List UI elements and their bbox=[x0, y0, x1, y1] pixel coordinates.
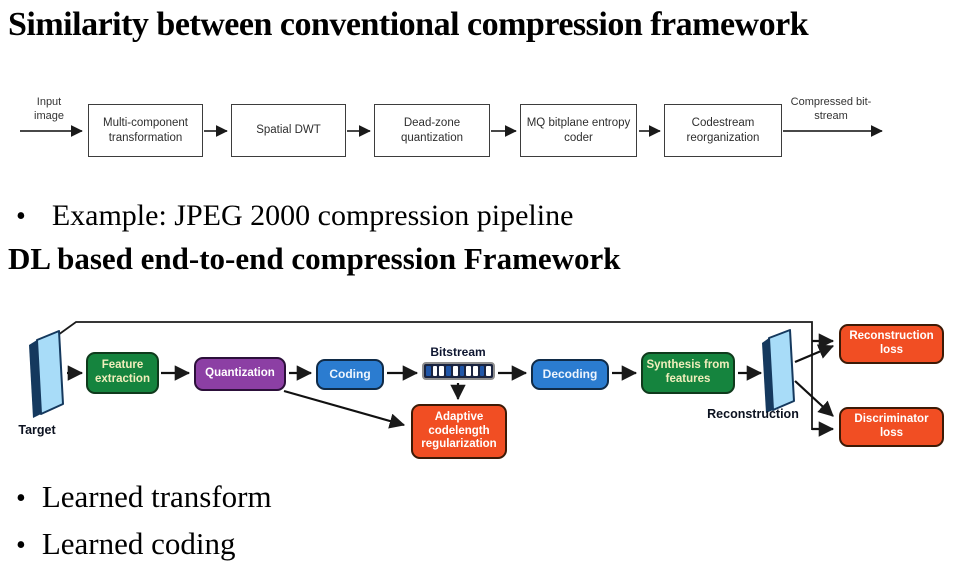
node-reconstruction-loss: Reconstruction loss bbox=[839, 324, 944, 364]
bitstream-bit bbox=[479, 366, 485, 376]
bitstream-bit bbox=[439, 366, 445, 376]
bullet-glyph: • bbox=[16, 483, 26, 514]
node-synthesis-from-features: Synthesis from features bbox=[641, 352, 735, 394]
bullet-glyph: • bbox=[16, 201, 26, 232]
learned-transform-text: Learned transform bbox=[41, 479, 272, 514]
input-image-label: Input image bbox=[34, 96, 64, 122]
bitstream-label: Bitstream bbox=[430, 345, 486, 359]
dl-framework-heading: DL based end-to-end compression Framewor… bbox=[8, 241, 621, 276]
node-decoding: Decoding bbox=[531, 359, 609, 390]
stage-mq-bitplane-entropy-coder: MQ bitplane entropy coder bbox=[520, 104, 637, 157]
node-feature-extraction: Feature extraction bbox=[86, 352, 159, 394]
node-adaptive-codelength-regularization: Adaptive codelength regularization bbox=[411, 404, 507, 459]
bitstream-bit bbox=[459, 366, 465, 376]
example-bullet-text: Example: JPEG 2000 compression pipeline bbox=[51, 199, 574, 232]
example-bullet-line: • Example: JPEG 2000 compression pipelin… bbox=[16, 199, 573, 233]
bitstream-bit bbox=[426, 366, 431, 376]
stage-spatial-dwt: Spatial DWT bbox=[231, 104, 346, 157]
bitstream-bit bbox=[466, 366, 471, 376]
bitstream-bar bbox=[422, 362, 495, 380]
bitstream-bit bbox=[452, 366, 458, 376]
target-label: Target bbox=[18, 423, 56, 437]
node-discriminator-loss: Discriminator loss bbox=[839, 407, 944, 447]
bitstream-bit bbox=[446, 366, 451, 376]
bitstream-bit bbox=[472, 366, 478, 376]
node-coding: Coding bbox=[316, 359, 384, 390]
bitstream-bit bbox=[432, 366, 438, 376]
bitstream-bit bbox=[486, 366, 492, 376]
learned-coding-text: Learned coding bbox=[41, 526, 236, 561]
slide-title: Similarity between conventional compress… bbox=[8, 6, 809, 43]
bullet-learned-coding: • Learned coding bbox=[16, 526, 235, 562]
stage-multi-component-transformation: Multi-component transformation bbox=[88, 104, 203, 157]
target-image-panel bbox=[29, 330, 64, 418]
bullet-glyph: • bbox=[16, 530, 26, 561]
dl-pipeline-arrows bbox=[67, 333, 835, 437]
reconstruction-label: Reconstruction bbox=[707, 407, 799, 421]
stage-dead-zone-quantization: Dead-zone quantization bbox=[374, 104, 490, 157]
reconstruction-image-panel bbox=[762, 329, 795, 413]
bullet-learned-transform: • Learned transform bbox=[16, 479, 272, 515]
target-to-loss-line bbox=[57, 321, 813, 430]
compressed-bitstream-label: Compressed bit-stream bbox=[790, 96, 872, 122]
stage-codestream-reorganization: Codestream reorganization bbox=[664, 104, 782, 157]
node-quantization: Quantization bbox=[194, 357, 286, 391]
